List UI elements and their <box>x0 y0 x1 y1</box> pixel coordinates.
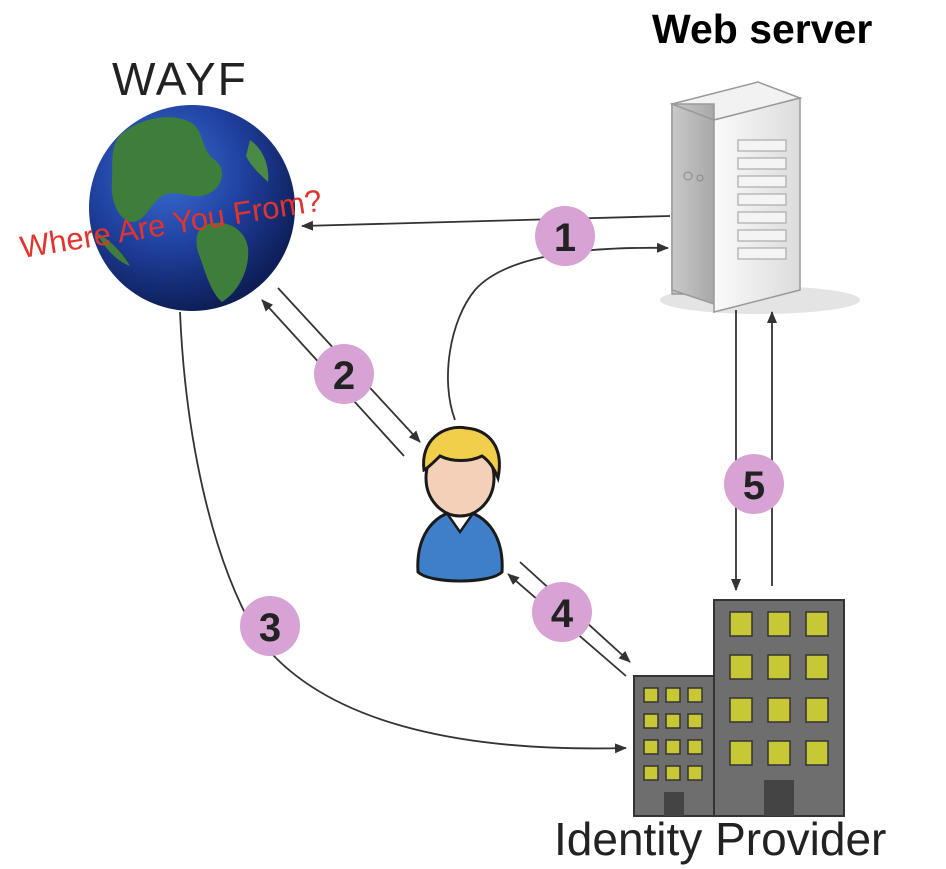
step-badge-5: 5 <box>724 454 784 514</box>
step-number: 5 <box>743 464 765 508</box>
step-number: 3 <box>259 606 281 650</box>
arrow-server-to-wayf <box>301 215 671 231</box>
step-badge-1: 1 <box>535 206 595 266</box>
user-icon <box>416 425 504 583</box>
identity-provider-label: Identity Provider <box>554 813 887 865</box>
web-server-label: Web server <box>652 6 873 52</box>
step-badge-3: 3 <box>240 596 300 656</box>
arrow-wayf-to-idp <box>179 311 627 754</box>
arrow-user-to-server <box>447 242 669 421</box>
wayf-label: WAYF <box>112 53 248 105</box>
building-icon <box>633 599 845 817</box>
server-icon <box>660 81 860 314</box>
step-number: 2 <box>333 354 355 398</box>
step-badge-4: 4 <box>532 582 592 642</box>
step-number: 1 <box>554 216 576 260</box>
step-number: 4 <box>551 592 574 636</box>
step-badge-2: 2 <box>314 344 374 404</box>
globe-icon <box>89 105 295 311</box>
